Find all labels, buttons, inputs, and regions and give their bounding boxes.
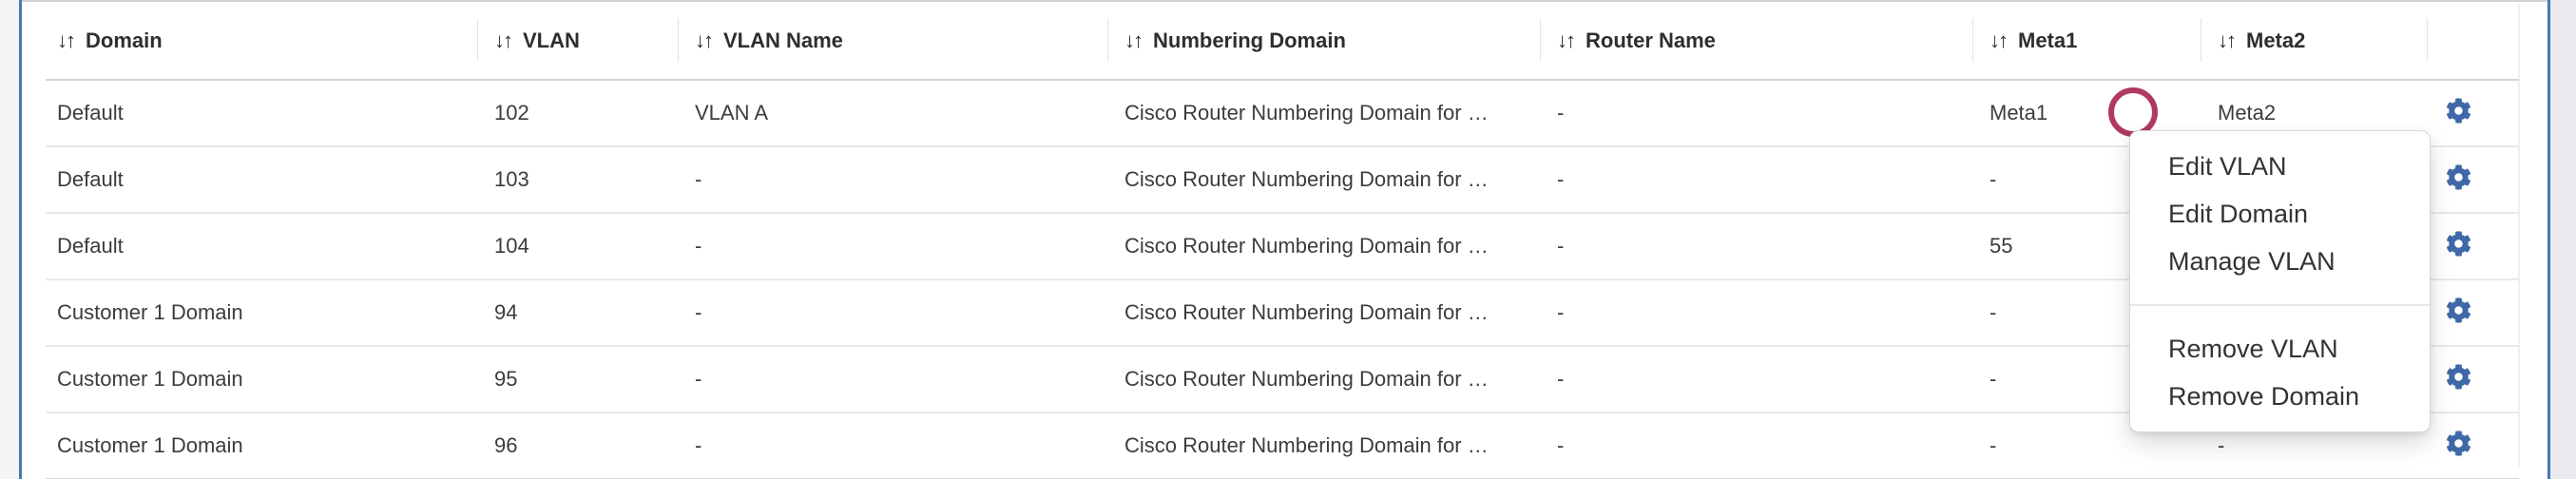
- cell-domain: Customer 1 Domain: [46, 346, 477, 413]
- cell-actions: [2427, 412, 2519, 479]
- column-header-vlan[interactable]: ↓↑ VLAN: [477, 3, 678, 81]
- cell-actions: [2427, 213, 2519, 280]
- cell-actions: [2427, 146, 2519, 214]
- cell-numbering-domain: Cisco Router Numbering Domain for …: [1107, 412, 1540, 479]
- column-label: Domain: [86, 29, 163, 52]
- column-header-router-name[interactable]: ↓↑ Router Name: [1540, 3, 1972, 81]
- column-label: Numbering Domain: [1153, 29, 1346, 52]
- sort-icon: ↓↑: [1557, 29, 1576, 52]
- row-actions-gear-button[interactable]: [2446, 97, 2471, 124]
- gear-icon: [2446, 97, 2471, 124]
- gear-icon: [2446, 230, 2471, 257]
- cell-vlan: 102: [477, 80, 678, 147]
- menu-divider: [2130, 304, 2430, 306]
- cell-vlan: 95: [477, 346, 678, 413]
- cell-numbering-domain: Cisco Router Numbering Domain for …: [1107, 279, 1540, 347]
- cell-domain: Default: [46, 213, 477, 280]
- column-header-actions: [2427, 3, 2519, 81]
- cell-vlan-name: -: [678, 146, 1107, 214]
- column-header-numbering-domain[interactable]: ↓↑ Numbering Domain: [1107, 3, 1540, 81]
- row-actions-gear-button[interactable]: [2446, 363, 2471, 390]
- gear-icon: [2446, 430, 2471, 456]
- column-label: Router Name: [1586, 29, 1716, 52]
- cell-vlan: 94: [477, 279, 678, 347]
- panel-left-border: [19, 0, 22, 479]
- cell-domain: Customer 1 Domain: [46, 412, 477, 479]
- right-gutter: [2550, 0, 2576, 479]
- left-gutter: [0, 0, 19, 479]
- cell-domain: Default: [46, 146, 477, 214]
- column-header-vlan-name[interactable]: ↓↑ VLAN Name: [678, 3, 1107, 81]
- cell-vlan-name: -: [678, 279, 1107, 347]
- sort-icon: ↓↑: [695, 29, 714, 52]
- menu-item-remove-domain[interactable]: Remove Domain: [2168, 382, 2360, 411]
- sort-icon: ↓↑: [1990, 29, 2009, 52]
- sort-icon: ↓↑: [494, 29, 513, 52]
- sort-icon: ↓↑: [57, 29, 76, 52]
- cell-numbering-domain: Cisco Router Numbering Domain for …: [1107, 80, 1540, 147]
- cell-vlan: 104: [477, 213, 678, 280]
- sort-icon: ↓↑: [2218, 29, 2237, 52]
- gear-icon: [2446, 363, 2471, 390]
- cell-router-name: -: [1540, 346, 1972, 413]
- cell-actions: [2427, 80, 2519, 147]
- cell-vlan: 96: [477, 412, 678, 479]
- row-actions-gear-button[interactable]: [2446, 297, 2471, 323]
- row-actions-gear-button[interactable]: [2446, 163, 2471, 190]
- menu-item-edit-domain[interactable]: Edit Domain: [2168, 200, 2309, 228]
- row-actions-gear-button[interactable]: [2446, 430, 2471, 456]
- column-label: Meta1: [2018, 29, 2078, 52]
- cell-actions: [2427, 279, 2519, 347]
- cell-router-name: -: [1540, 279, 1972, 347]
- column-label: Meta2: [2246, 29, 2306, 52]
- cell-actions: [2427, 346, 2519, 413]
- gear-icon: [2446, 163, 2471, 190]
- cell-domain: Default: [46, 80, 477, 147]
- menu-item-remove-vlan[interactable]: Remove VLAN: [2168, 335, 2338, 363]
- column-header-domain[interactable]: ↓↑ Domain: [46, 3, 477, 81]
- column-label: VLAN Name: [723, 29, 843, 52]
- gear-icon: [2446, 297, 2471, 323]
- menu-item-manage-vlan[interactable]: Manage VLAN: [2168, 247, 2336, 276]
- cell-router-name: -: [1540, 146, 1972, 214]
- cell-router-name: -: [1540, 213, 1972, 280]
- cell-domain: Customer 1 Domain: [46, 279, 477, 347]
- column-header-meta2[interactable]: ↓↑ Meta2: [2201, 3, 2427, 81]
- menu-item-edit-vlan[interactable]: Edit VLAN: [2168, 152, 2287, 181]
- sort-icon: ↓↑: [1125, 29, 1144, 52]
- header-row: ↓↑ Domain ↓↑ VLAN ↓↑ VLAN Name ↓↑ Numbering Dom…: [46, 3, 2519, 81]
- cell-numbering-domain: Cisco Router Numbering Domain for …: [1107, 346, 1540, 413]
- column-label: VLAN: [523, 29, 580, 52]
- panel-right-border: [2547, 0, 2550, 479]
- cell-router-name: -: [1540, 80, 1972, 147]
- panel-top-border: [0, 0, 2576, 2]
- cell-numbering-domain: Cisco Router Numbering Domain for …: [1107, 146, 1540, 214]
- row-actions-gear-button[interactable]: [2446, 230, 2471, 257]
- column-header-meta1[interactable]: ↓↑ Meta1: [1972, 3, 2201, 81]
- table-right-edge: [2518, 3, 2520, 467]
- cell-numbering-domain: Cisco Router Numbering Domain for …: [1107, 213, 1540, 280]
- cell-router-name: -: [1540, 412, 1972, 479]
- cell-vlan-name: VLAN A: [678, 80, 1107, 147]
- cell-vlan: 103: [477, 146, 678, 214]
- cell-vlan-name: -: [678, 412, 1107, 479]
- cell-vlan-name: -: [678, 346, 1107, 413]
- cell-vlan-name: -: [678, 213, 1107, 280]
